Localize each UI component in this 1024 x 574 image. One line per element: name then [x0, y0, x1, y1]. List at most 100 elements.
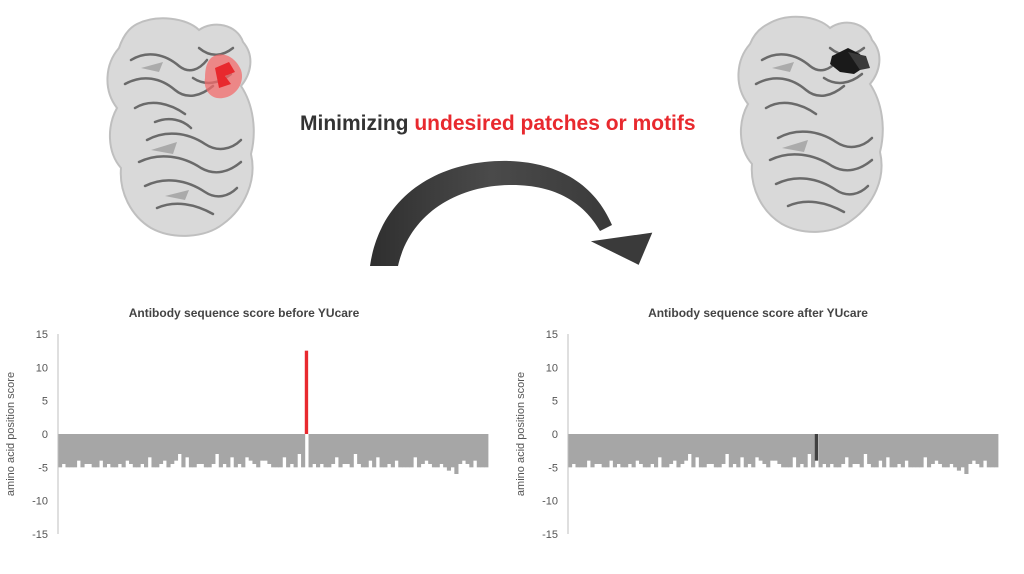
- bar: [106, 434, 111, 464]
- bar: [826, 434, 831, 468]
- highlighted-bar: [814, 434, 819, 461]
- bar: [263, 434, 268, 461]
- bar: [736, 434, 741, 468]
- bar: [297, 434, 302, 454]
- bar: [65, 434, 70, 468]
- bar: [274, 434, 280, 468]
- bar: [484, 434, 489, 468]
- bar: [594, 434, 599, 464]
- bar: [121, 434, 126, 468]
- bar: [233, 434, 238, 468]
- bar: [695, 434, 700, 458]
- bar: [170, 434, 175, 464]
- bar: [784, 434, 790, 468]
- bar: [431, 434, 437, 468]
- bar: [226, 434, 231, 468]
- bar: [934, 434, 939, 461]
- y-tick-label: -15: [542, 529, 558, 541]
- bar: [95, 434, 100, 468]
- y-tick-label: 15: [546, 329, 558, 341]
- bar: [424, 434, 429, 461]
- bar: [900, 434, 905, 468]
- bar: [612, 434, 618, 468]
- bar: [582, 434, 588, 468]
- bar: [338, 434, 343, 468]
- bar: [994, 434, 999, 468]
- bar: [990, 434, 995, 468]
- bar: [136, 434, 141, 468]
- bar: [938, 434, 943, 464]
- bar: [237, 434, 242, 464]
- bar: [218, 434, 223, 468]
- bar: [387, 434, 392, 464]
- bar: [241, 434, 246, 468]
- bar: [751, 434, 756, 468]
- bar: [870, 434, 876, 468]
- bar: [601, 434, 606, 468]
- bar: [312, 434, 317, 464]
- bar: [624, 434, 629, 468]
- bar: [949, 434, 954, 464]
- y-tick-label: -10: [32, 496, 48, 508]
- bar: [185, 434, 190, 458]
- bar: [177, 434, 182, 454]
- bar: [710, 434, 715, 464]
- bar: [568, 434, 573, 468]
- bar: [192, 434, 197, 468]
- bar: [342, 434, 347, 464]
- bar: [476, 434, 481, 468]
- bar: [345, 434, 351, 464]
- bar: [945, 434, 950, 468]
- bar: [586, 434, 591, 461]
- bar: [158, 434, 164, 464]
- bar: [840, 434, 846, 464]
- bar: [87, 434, 93, 464]
- bar: [293, 434, 298, 468]
- bar: [844, 434, 849, 458]
- protein-structure-after: [737, 15, 884, 233]
- bar: [155, 434, 160, 468]
- bar: [627, 434, 632, 464]
- bar: [267, 434, 272, 464]
- bar: [286, 434, 291, 468]
- y-tick-label: 0: [42, 429, 48, 441]
- bar: [129, 434, 134, 464]
- bar: [147, 434, 152, 458]
- bar: [458, 434, 463, 464]
- bar: [609, 434, 614, 461]
- bar: [278, 434, 283, 468]
- bar: [915, 434, 920, 468]
- bar: [687, 434, 692, 454]
- bar: [289, 434, 294, 464]
- bar: [319, 434, 324, 464]
- chart-title-before: Antibody sequence score before YUcare: [128, 306, 360, 320]
- bar: [439, 434, 444, 464]
- y-tick-label: -10: [542, 496, 558, 508]
- bar: [762, 434, 767, 464]
- protein-structure-before: [106, 17, 255, 237]
- bar: [117, 434, 122, 464]
- optimized-patch-highlight: [830, 48, 870, 74]
- bar: [162, 434, 167, 461]
- headline: Minimizing undesired patches or motifs: [300, 112, 696, 136]
- bar: [743, 434, 748, 468]
- bar: [941, 434, 947, 468]
- bar: [435, 434, 440, 468]
- bar: [575, 434, 580, 468]
- bar: [953, 434, 958, 468]
- bar: [979, 434, 984, 468]
- bar: [256, 434, 261, 468]
- bar: [364, 434, 369, 468]
- bar: [368, 434, 373, 461]
- bar: [166, 434, 171, 468]
- bar: [151, 434, 156, 468]
- bar: [461, 434, 466, 461]
- bar: [773, 434, 778, 461]
- bar: [721, 434, 726, 464]
- bar: [69, 434, 74, 468]
- bar: [867, 434, 872, 464]
- bar: [968, 434, 973, 464]
- bar: [144, 434, 149, 468]
- bar: [465, 434, 470, 464]
